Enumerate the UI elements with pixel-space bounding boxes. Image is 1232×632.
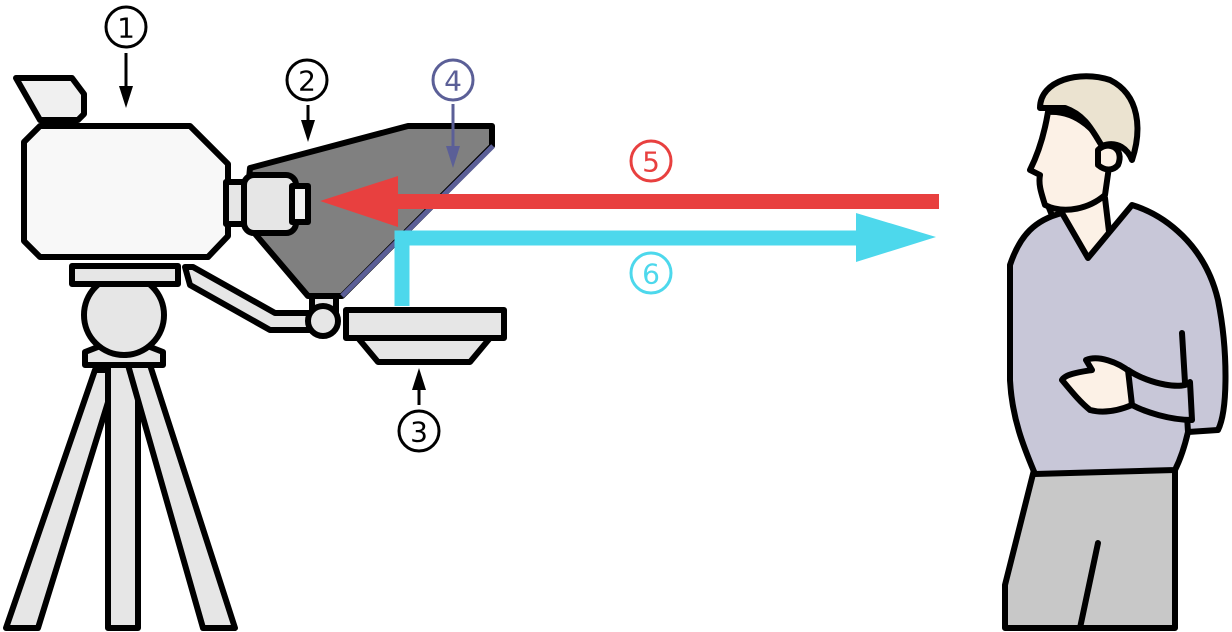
tripod: [3, 263, 238, 631]
lens-barrel: [241, 172, 299, 236]
reflected-light-path: [394, 230, 860, 306]
callout-1-circle: [104, 5, 148, 49]
pointer-1-head: [119, 86, 133, 108]
callout-2-label: 2: [298, 65, 316, 98]
presenter-trousers: [1002, 463, 1178, 631]
callout-4-circle: [431, 58, 475, 102]
callout-1-label: 1: [117, 12, 135, 45]
callout-6-label: 6: [642, 258, 660, 291]
callout-2-circle: [285, 58, 329, 102]
arrow-5-head: [320, 176, 398, 227]
callout-3-circle: [397, 409, 441, 453]
presenter: [1002, 73, 1229, 631]
monitor-screen-housing: [343, 307, 507, 341]
camera-mount-plate: [69, 263, 181, 287]
viewfinder: [13, 75, 87, 123]
pointer-arrows: [119, 53, 460, 405]
camera-lens: [223, 172, 311, 236]
pointer-4-head: [446, 146, 460, 168]
callout-4-label: 4: [444, 65, 462, 98]
arrow-5-shaft: [395, 194, 939, 209]
arm-pivot: [305, 303, 341, 339]
presenter-hair: [1037, 73, 1141, 163]
callout-3: 3: [397, 409, 441, 453]
beam-splitter-mirror: [340, 144, 495, 298]
callout-5-circle: [629, 139, 673, 183]
camera: [13, 75, 231, 260]
callout-6-circle: [629, 251, 673, 295]
callout-4: 4: [431, 58, 475, 102]
prompter-monitor: [343, 307, 507, 365]
tripod-leg-right: [125, 362, 238, 631]
callout-3-label: 3: [410, 416, 428, 449]
pointer-2-head: [301, 120, 315, 142]
callout-2: 2: [285, 58, 329, 102]
callout-5: 5: [629, 139, 673, 183]
presenter-sweater: [1007, 202, 1229, 477]
callout-1: 1: [104, 5, 148, 49]
callout-5-label: 5: [642, 146, 660, 179]
pointer-3-head: [412, 368, 426, 390]
trouser-crease: [1077, 540, 1101, 631]
presenter-ear: [1095, 142, 1123, 173]
presenter-cuff: [1125, 367, 1195, 423]
monitor-base: [355, 335, 493, 365]
presenter-hand: [1059, 355, 1135, 415]
lens-front: [289, 183, 311, 225]
callout-6: 6: [629, 251, 673, 295]
arrow-6-head: [856, 213, 936, 262]
tripod-leg-left: [3, 367, 121, 631]
tripod-leg-center: [105, 362, 141, 631]
camera-body: [21, 123, 231, 260]
